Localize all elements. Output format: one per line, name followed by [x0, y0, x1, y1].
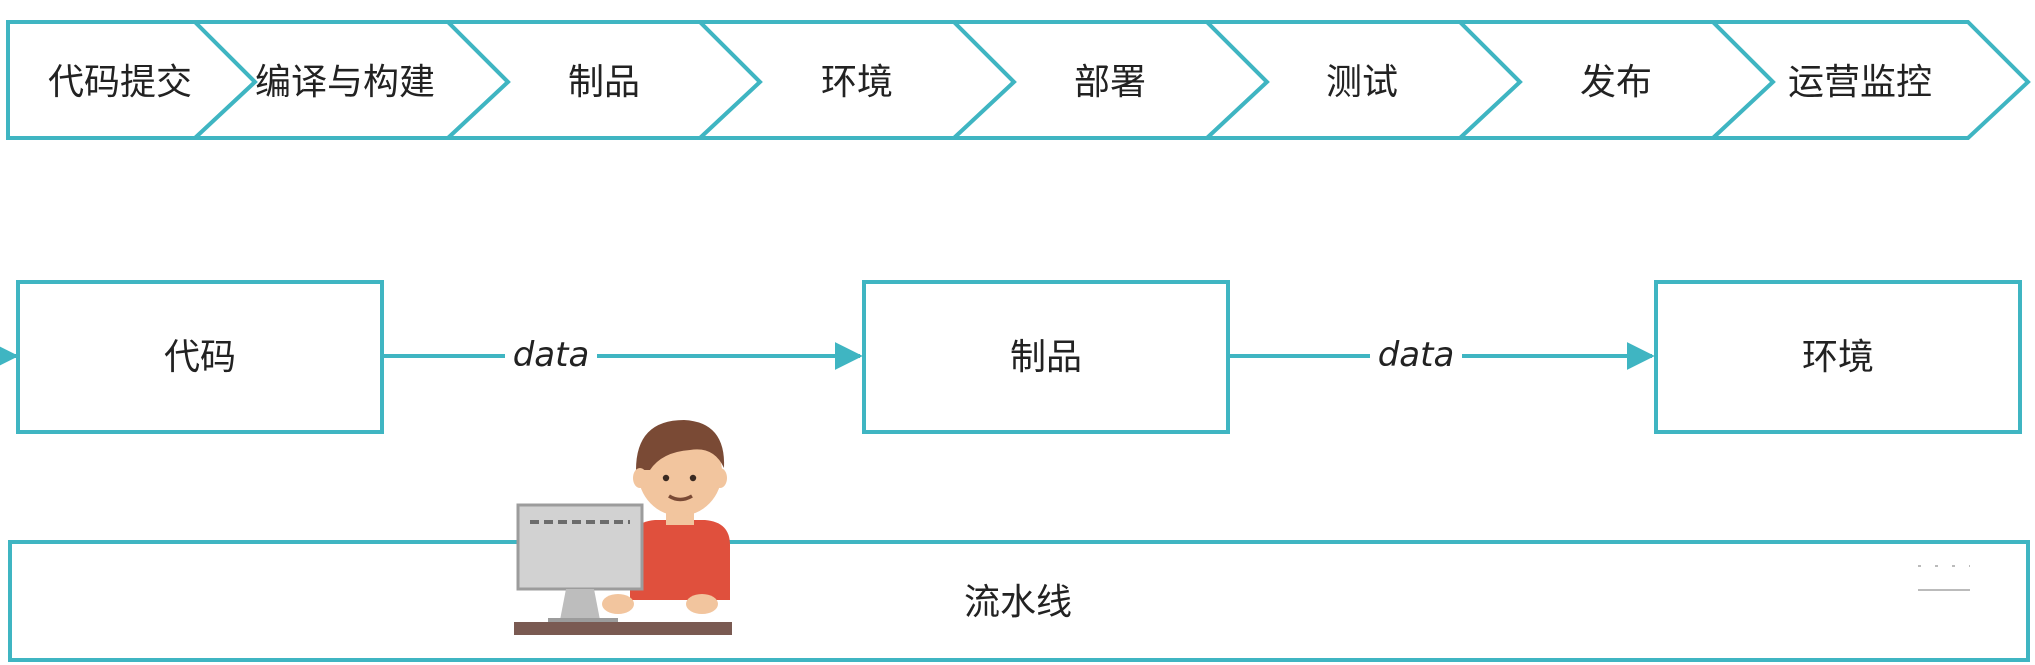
data-flow: 代码 data 制品 data 环境 — [0, 280, 2022, 434]
flow-box-code: 代码 — [16, 280, 384, 434]
stage-label: 运营监控 — [1788, 62, 1932, 103]
connector-label: data — [1378, 335, 1455, 375]
stage-release: 发布 — [1454, 20, 1776, 140]
pipeline-label: 流水线 — [964, 582, 1072, 623]
stage-label: 编译与构建 — [255, 62, 435, 103]
box-label: 制品 — [1010, 337, 1082, 378]
flow-connector-2: data — [1230, 333, 1655, 375]
corner-marker — [1918, 565, 1970, 591]
stage-monitoring: 运营监控 — [1707, 20, 2031, 140]
stage-label: 部署 — [1074, 62, 1146, 103]
pipeline-bar: 流水线 — [8, 540, 2030, 662]
flow-connector-1: data — [384, 333, 863, 375]
stage-build: 编译与构建 — [189, 20, 511, 140]
flow-box-artifact: 制品 — [862, 280, 1230, 434]
stage-label: 环境 — [821, 62, 893, 103]
stage-label: 代码提交 — [48, 62, 192, 103]
connector-label-bg — [505, 333, 597, 375]
box-label: 代码 — [164, 337, 236, 378]
box-label: 环境 — [1802, 337, 1874, 378]
stage-environment: 环境 — [694, 20, 1017, 140]
stage-label: 测试 — [1326, 62, 1398, 103]
connector-label-bg — [1370, 333, 1462, 375]
stage-label: 发布 — [1580, 62, 1652, 103]
stage-label: 制品 — [568, 62, 640, 103]
connector-label: data — [513, 335, 590, 375]
flow-box-environment: 环境 — [1654, 280, 2022, 434]
stage-bar: 代码提交 编译与构建 制品 环境 部署 测试 发布 运营监控 — [6, 20, 2031, 140]
developer-icon — [514, 420, 732, 635]
